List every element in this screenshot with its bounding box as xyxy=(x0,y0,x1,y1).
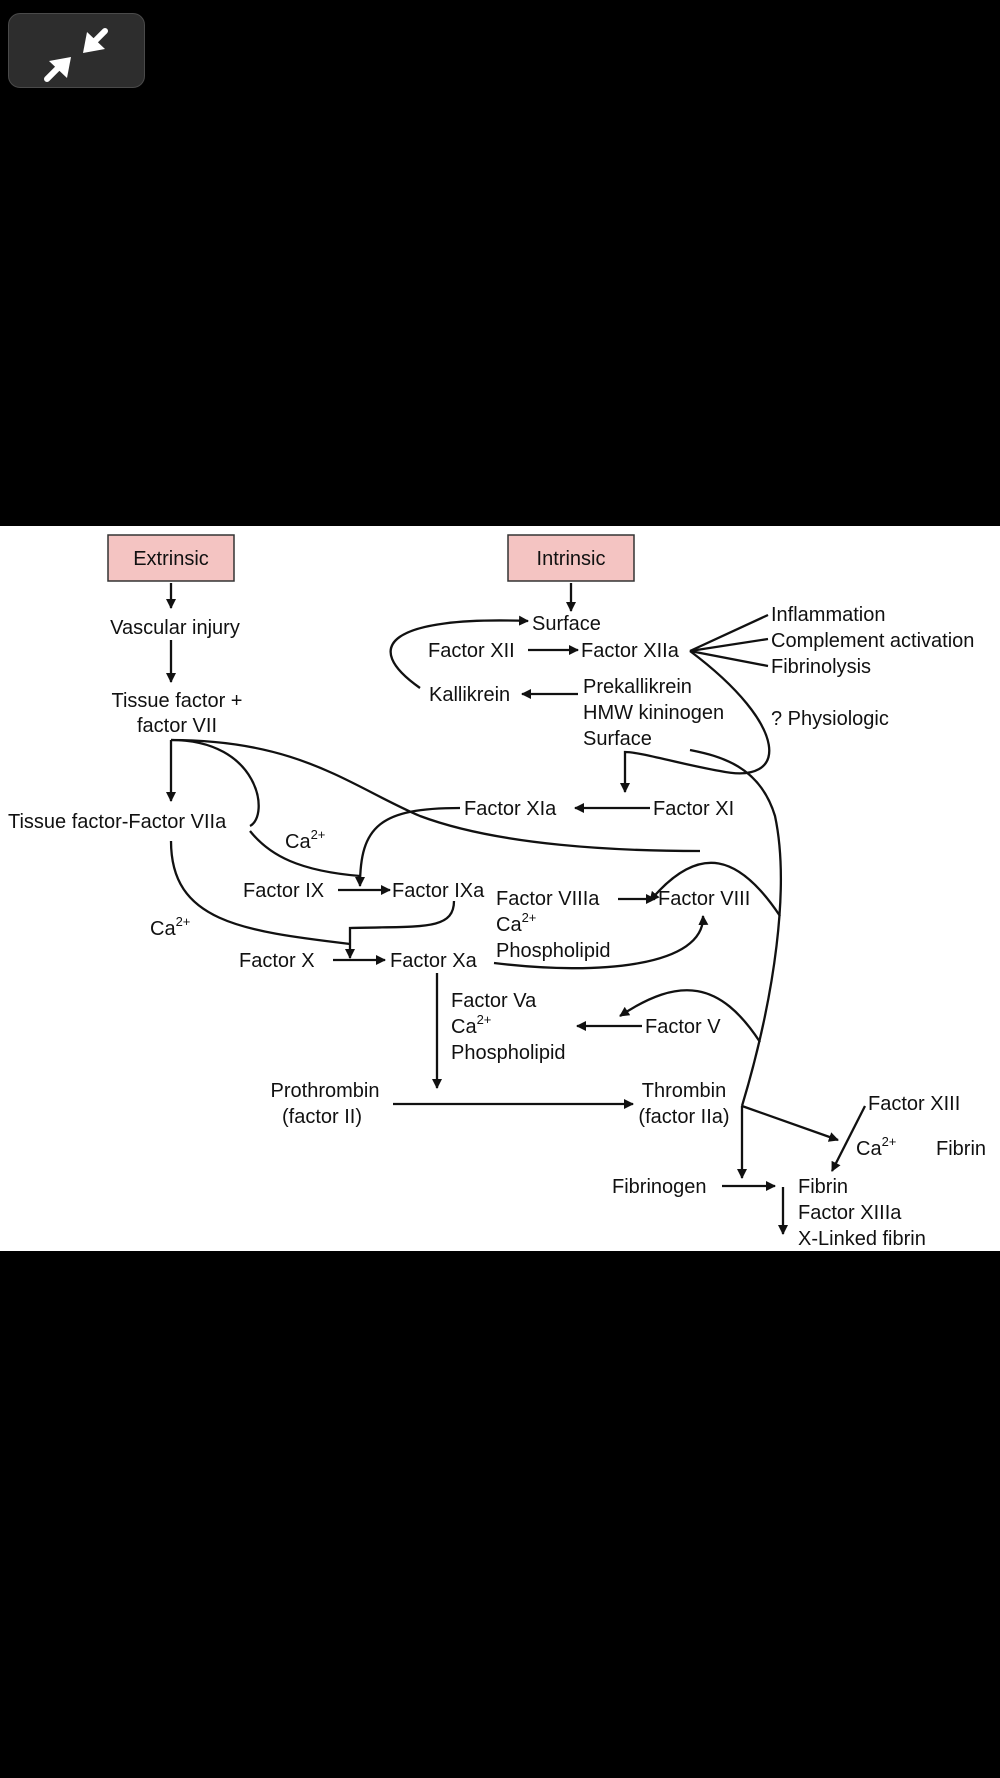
exit-fullscreen-icon xyxy=(44,28,108,82)
curve-xa-to-viii xyxy=(493,915,709,970)
node-tissue-factor-line2: factor VII xyxy=(137,715,217,737)
node-inflammation: Inflammation xyxy=(771,604,886,626)
node-fibrin: Fibrin xyxy=(798,1176,848,1198)
intrinsic-box xyxy=(507,534,635,582)
node-prekallikrein: Prekallikrein xyxy=(583,676,692,698)
node-factor-ix: Factor IX xyxy=(243,880,324,902)
node-fibrinolysis: Fibrinolysis xyxy=(771,656,871,678)
line-xiia-to-inflammation xyxy=(689,613,769,653)
curve-tf-to-viii xyxy=(170,738,701,853)
node-factor-v: Factor V xyxy=(645,1016,721,1038)
ion-ca-2: Ca2+ xyxy=(150,914,190,940)
curve-tfviia-to-xa xyxy=(169,840,351,946)
curve-thrombin-feedback-viii xyxy=(649,861,781,917)
node-prothrombin-line1: Prothrombin xyxy=(271,1080,380,1102)
extrinsic-box xyxy=(107,534,235,582)
ion-ca-3: Ca2+ xyxy=(496,910,536,936)
node-factor-va: Factor Va xyxy=(451,990,537,1012)
node-thrombin-line1: Thrombin xyxy=(642,1080,726,1102)
node-complement: Complement activation xyxy=(771,630,974,652)
curve-thrombin-feedback-v xyxy=(619,989,761,1043)
node-factor-x: Factor X xyxy=(239,950,315,972)
node-tissue-factor-line1: Tissue factor + xyxy=(112,690,243,712)
diagram-connectors xyxy=(166,583,867,1235)
node-tf-viia: Tissue factor-Factor VIIa xyxy=(8,811,227,833)
node-factor-xiiia: Factor XIIIa xyxy=(798,1202,902,1224)
curve-tf-loop xyxy=(170,738,260,828)
curve-thrombin-backbone xyxy=(689,748,782,1107)
node-factor-xi: Factor XI xyxy=(653,798,734,820)
exit-fullscreen-button[interactable] xyxy=(8,13,145,88)
node-fibrinogen: Fibrinogen xyxy=(612,1176,707,1198)
arrow-xiii-to-xiiia xyxy=(830,1105,867,1172)
node-hmw-kininogen: HMW kininogen xyxy=(583,702,724,724)
node-factor-viiia: Factor VIIIa xyxy=(496,888,600,910)
arrow-ixa-to-xa xyxy=(345,900,456,959)
ion-ca-5: Ca2+ xyxy=(856,1134,896,1160)
extrinsic-label: Extrinsic xyxy=(133,548,209,570)
intrinsic-label: Intrinsic xyxy=(537,548,606,570)
node-thrombin-line2: (factor IIa) xyxy=(638,1106,729,1128)
curve-xiia-to-physiologic xyxy=(620,650,771,793)
node-factor-xii: Factor XII xyxy=(428,640,515,662)
node-factor-xiia: Factor XIIa xyxy=(581,640,680,662)
line-xiia-to-complement xyxy=(689,637,769,653)
node-surface: Surface xyxy=(532,613,601,635)
node-prothrombin-line2: (factor II) xyxy=(282,1106,362,1128)
node-kallikrein: Kallikrein xyxy=(429,684,510,706)
node-physiologic: ? Physiologic xyxy=(771,708,889,730)
node-phospholipid-1: Phospholipid xyxy=(496,940,611,962)
node-factor-xiii: Factor XIII xyxy=(868,1093,960,1115)
ion-ca-1: Ca2+ xyxy=(285,827,325,853)
node-fibrin-right: Fibrin xyxy=(936,1138,986,1160)
node-surface-2: Surface xyxy=(583,728,652,750)
node-factor-ixa: Factor IXa xyxy=(392,880,485,902)
coagulation-cascade-diagram: Extrinsic Intrinsic xyxy=(8,534,986,1250)
arrow-xia-to-ixa xyxy=(355,806,461,887)
node-factor-xa: Factor Xa xyxy=(390,950,478,972)
diagram-image: Extrinsic Intrinsic xyxy=(0,526,1000,1251)
ion-ca-4: Ca2+ xyxy=(451,1012,491,1038)
node-factor-xia: Factor XIa xyxy=(464,798,557,820)
curve-tfviia-to-ixa xyxy=(249,830,361,878)
line-xiia-to-fibrinolysis xyxy=(689,649,769,668)
arrow-kallikrein-to-surface xyxy=(389,615,529,689)
arrow-thrombin-to-xiii xyxy=(741,1104,839,1142)
node-vascular-injury: Vascular injury xyxy=(110,617,240,639)
node-phospholipid-2: Phospholipid xyxy=(451,1042,566,1064)
node-x-linked-fibrin: X-Linked fibrin xyxy=(798,1228,926,1250)
node-factor-viii: Factor VIII xyxy=(658,888,750,910)
